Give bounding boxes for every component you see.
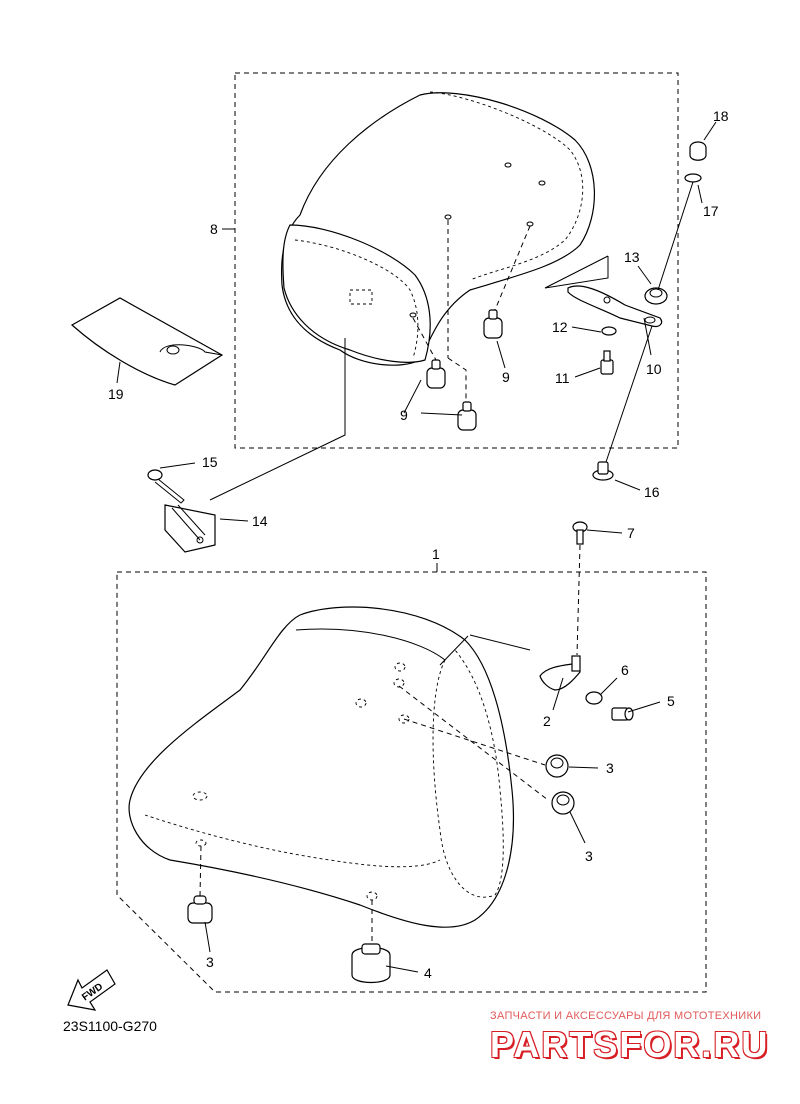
callout-3-b: 3	[585, 848, 593, 864]
main-seat-part[interactable]	[128, 606, 515, 928]
callout-19: 19	[108, 386, 124, 402]
fwd-direction-arrow: FWD	[67, 969, 116, 1011]
callout-15: 15	[202, 454, 218, 470]
damper-4[interactable]	[351, 943, 391, 984]
damper-3-a[interactable]	[545, 754, 569, 778]
collar-16[interactable]	[592, 461, 614, 481]
bolt-15[interactable]	[147, 469, 185, 504]
callout-1: 1	[432, 546, 440, 562]
washer-12[interactable]	[601, 326, 617, 336]
damper-9-b[interactable]	[426, 359, 446, 389]
callout-5: 5	[667, 693, 675, 709]
bolt-5[interactable]	[611, 707, 634, 721]
rear-seat-group-box	[234, 72, 679, 449]
callout-14: 14	[252, 513, 268, 529]
leader-lines	[116, 121, 717, 973]
diagram-code: 23S1100-G270	[63, 1018, 157, 1034]
seat-cover-19[interactable]	[70, 297, 224, 386]
callout-9-a: 9	[502, 369, 510, 385]
damper-9-a[interactable]	[483, 309, 503, 339]
washer-6[interactable]	[585, 691, 603, 705]
damper-9-c[interactable]	[457, 401, 477, 431]
callout-3-c: 3	[206, 954, 214, 970]
bracket-10[interactable]	[567, 285, 663, 328]
bolt-7[interactable]	[572, 521, 588, 545]
callout-2: 2	[543, 713, 551, 729]
callout-6: 6	[621, 662, 629, 678]
callout-4: 4	[424, 965, 432, 981]
bolt-11[interactable]	[600, 350, 614, 375]
bracket-14[interactable]	[164, 504, 216, 553]
main-seat-group-box	[116, 571, 707, 993]
watermark-tagline: ЗАПЧАСТИ И АКСЕССУАРЫ ДЛЯ МОТОТЕХНИКИ	[490, 1010, 762, 1022]
callout-9-b: 9	[400, 407, 408, 423]
rear-seat-part[interactable]	[280, 91, 595, 366]
watermark-brand-logo: PARTSFOR.RU	[490, 1024, 770, 1065]
callout-3-a: 3	[606, 760, 614, 776]
bracket-2[interactable]	[539, 655, 581, 691]
damper-3-c[interactable]	[187, 895, 213, 924]
grommet-13[interactable]	[644, 287, 668, 305]
callout-8: 8	[210, 221, 218, 237]
callout-10: 10	[646, 361, 662, 377]
cap-nut-18[interactable]	[689, 141, 707, 161]
washer-17[interactable]	[684, 173, 702, 183]
callout-18: 18	[713, 108, 729, 124]
damper-3-b[interactable]	[551, 791, 575, 815]
callout-11: 11	[555, 370, 570, 386]
callout-7: 7	[627, 525, 635, 541]
callout-16: 16	[644, 484, 660, 500]
callout-12: 12	[552, 319, 568, 335]
callout-13: 13	[624, 249, 640, 265]
callout-17: 17	[703, 203, 719, 219]
